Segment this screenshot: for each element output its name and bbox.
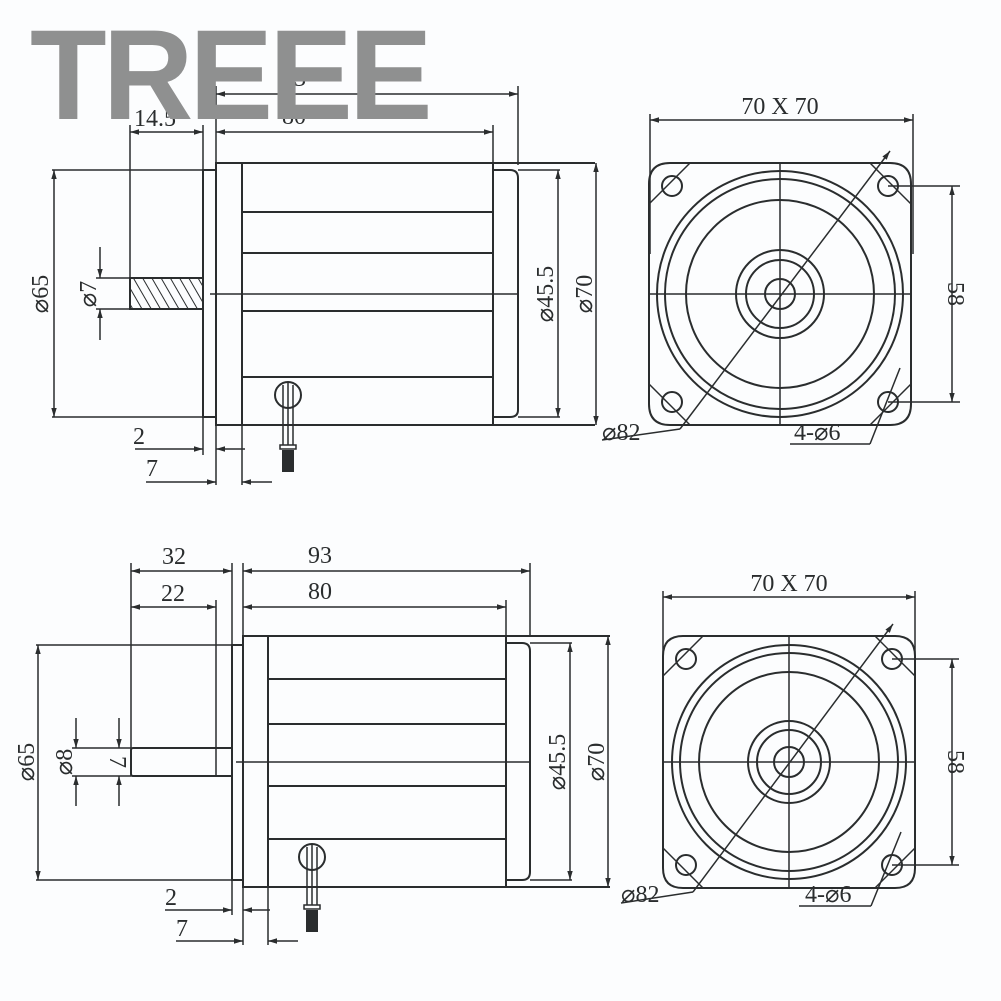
dim-80: 80 [282,104,306,130]
dim-14-5: 14.5 [134,106,176,132]
dim-flange-diameter-b: ⌀65 [14,743,40,781]
cable-icon [298,843,326,932]
bottom-front-view: 70 X 70 ⌀82 4-⌀6 58 [620,571,968,908]
cable-icon [274,381,302,472]
dim-bolt-circle-b: ⌀82 [621,882,659,908]
dim-mount-holes-b: 4-⌀6 [805,882,851,908]
dim-flange-thickness: 2 [133,424,145,450]
top-side-view: 93 80 14.5 ⌀65 [28,66,599,485]
dim-shaft-diameter: ⌀7 [76,281,102,307]
dim-square: 70 X 70 [741,94,818,120]
dim-32: 32 [162,544,186,570]
dim-mount-holes: 4-⌀6 [794,420,840,446]
dim-93-b: 93 [308,543,332,569]
dim-bolt-spacing-b: 58 [942,750,968,774]
dim-flat: 7 [104,756,130,768]
dim-front-cap-b: 7 [176,916,188,942]
dim-body-diameter-b: ⌀70 [584,743,610,781]
dim-22: 22 [161,581,185,607]
bottom-side-view: 93 80 32 22 ⌀65 ⌀8 [14,543,611,945]
dim-body-diameter: ⌀70 [572,275,598,313]
dim-rear-diameter: ⌀45.5 [533,266,559,322]
dim-80-b: 80 [308,579,332,605]
dim-front-cap: 7 [146,456,158,482]
dim-square-b: 70 X 70 [750,571,827,597]
dim-rear-diameter-b: ⌀45.5 [545,734,571,790]
top-front-view: 70 X 70 ⌀82 4-⌀6 58 [601,94,968,446]
dim-bolt-circle: ⌀82 [602,420,640,446]
dim-93: 93 [282,66,306,92]
dim-shaft-diameter-b: ⌀8 [52,749,78,775]
brand-watermark: TREEE [30,4,433,147]
dim-bolt-spacing: 58 [942,282,968,306]
dim-flange-thickness-b: 2 [165,885,177,911]
dim-flange-diameter: ⌀65 [28,275,54,313]
